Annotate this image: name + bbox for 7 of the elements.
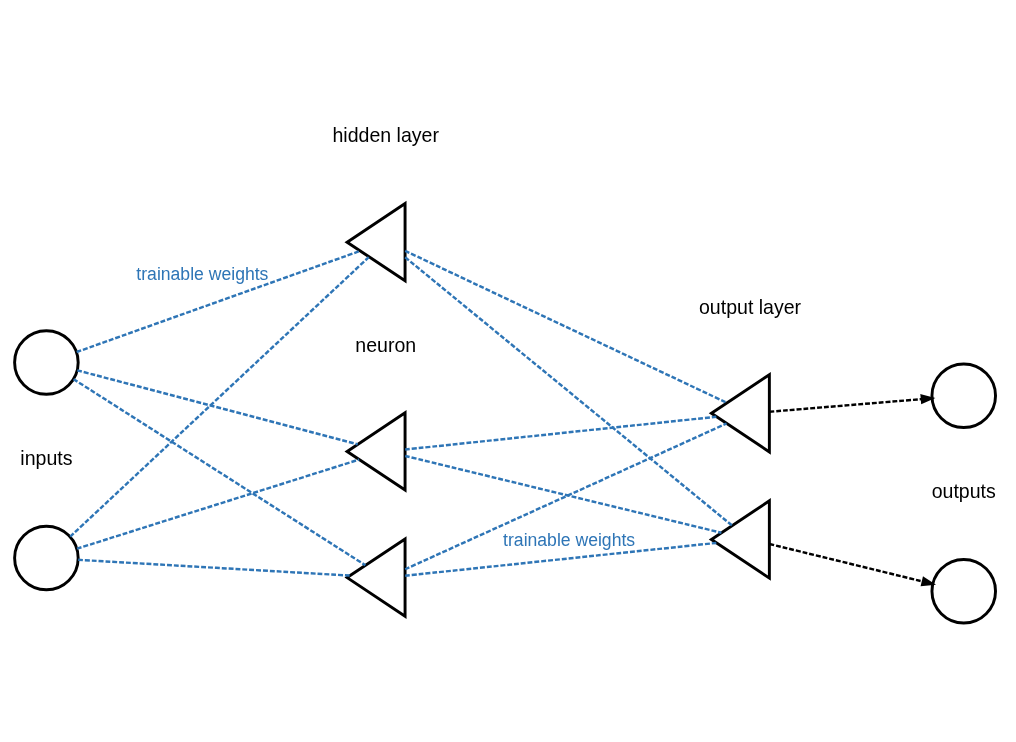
label: inputs [20, 446, 73, 469]
edge-label: trainable weights [136, 263, 269, 284]
label: neuron [355, 333, 417, 356]
label: hidden layer [332, 123, 439, 146]
edge-label: trainable weights [503, 529, 636, 550]
label: output layer [698, 295, 802, 318]
label: outputs [931, 479, 996, 502]
